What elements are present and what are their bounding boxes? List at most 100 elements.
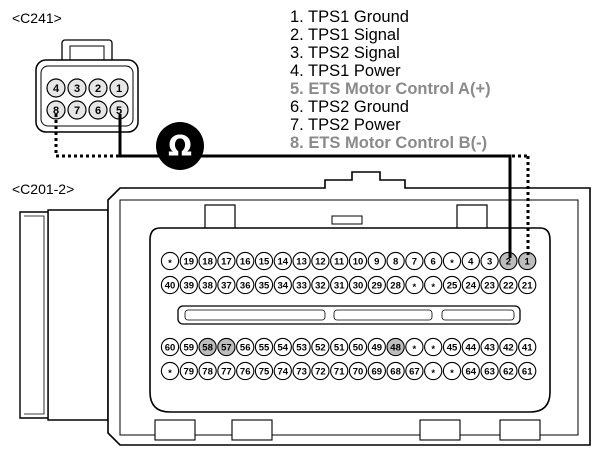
c201-label: <C201-2> [12,181,74,197]
c201-pin: 3 [480,251,499,271]
c201-pin: 44 [461,337,480,357]
c201-pin-label: 71 [334,367,345,378]
c201-pin-label: 22 [503,281,514,292]
c201-pin: 58 [198,337,217,357]
c201-pin-label: 16 [240,257,251,268]
c201-pin: 12 [311,251,330,271]
c201-pin-label: 19 [184,257,195,268]
c201-pin-label: 69 [372,367,383,378]
c201-pin: 63 [480,361,499,381]
c201-pin-star: * [431,344,435,355]
legend-item: 2. TPS1 Signal [290,26,400,44]
c201-pin-label: 60 [165,343,176,354]
c201-pin: 78 [198,361,217,381]
c201-pin-label: 33 [296,281,307,292]
c201-pin: 57 [217,337,236,357]
c201-pin-label: 53 [296,343,307,354]
c201-pin: 24 [461,275,480,295]
c201-pin-label: 48 [390,343,401,354]
c201-pin: 8 [386,251,405,271]
c201-pin-label: 2 [506,257,511,268]
c241-label: <C241> [12,10,62,26]
c201-pin-label: 9 [374,257,379,268]
c201-pin: 25 [442,275,462,295]
c201-pin: 15 [254,251,274,271]
c201-pin: 77 [217,361,236,381]
c201-pin: 39 [179,275,198,295]
c201-pin-label: 12 [315,257,326,268]
c241-pin-label: 3 [74,83,80,95]
c201-pin-blank: * [405,337,424,357]
c201-pin: 9 [367,251,386,271]
c201-pin-star: * [450,368,454,379]
c201-pin-label: 79 [184,367,195,378]
c201-pin: 74 [273,361,292,381]
c201-pin-label: 44 [466,343,477,354]
c201-pin: 73 [292,361,311,381]
c201-pin-label: 29 [372,281,383,292]
c201-pin-label: 24 [466,281,477,292]
c201-pin: 35 [254,275,274,295]
c201-pin-blank: * [405,275,424,295]
c201-pin: 72 [311,361,330,381]
c201-pin: 34 [273,275,292,295]
c201-pin-label: 7 [412,257,417,268]
c201-pin: 28 [386,275,405,295]
c201-pin-label: 72 [315,367,326,378]
c201-pin: 13 [292,251,311,271]
c201-pin: 43 [480,337,499,357]
c201-pin-blank: * [160,251,180,271]
c201-pin: 41 [518,337,537,357]
c201-pin-label: 68 [390,367,401,378]
c201-pin-label: 75 [259,367,270,378]
c201-pin: 22 [499,275,518,295]
c201-pin-label: 54 [278,343,289,354]
c241-pin: 3 [67,78,87,98]
c201-pin: 75 [254,361,274,381]
c201-pin-blank: * [442,251,462,271]
c201-pin: 29 [367,275,386,295]
c201-pin-label: 73 [296,367,307,378]
c201-pin-blank: * [424,361,443,381]
c201-pin-label: 76 [240,367,251,378]
c201-pin-label: 52 [315,343,326,354]
c201-pin-label: 36 [240,281,251,292]
c201-pin-blank: * [424,275,443,295]
c201-pin: 23 [480,275,499,295]
c201-pin-label: 28 [390,281,401,292]
c201-pin-label: 11 [334,257,345,268]
c241-pin: 6 [88,100,108,120]
c241-pin: 7 [67,100,87,120]
c201-pin: 53 [292,337,311,357]
c201-pin: 32 [311,275,330,295]
legend-item: 3. TPS2 Signal [290,44,400,62]
c201-pin-label: 51 [334,343,345,354]
c201-pin: 42 [499,337,518,357]
c201-pin-label: 25 [447,281,458,292]
c201-pin: 16 [236,251,255,271]
c201-pin-label: 3 [487,257,492,268]
c201-pin: 7 [405,251,424,271]
c201-pin-label: 23 [484,281,495,292]
c201-pin: 40 [160,275,180,295]
c201-pin-label: 56 [240,343,251,354]
legend-item: 6. TPS2 Ground [290,98,409,116]
c201-pin-label: 49 [372,343,383,354]
c201-pin-blank: * [424,337,443,357]
c241-pin-label: 2 [95,83,101,95]
c201-pin: 59 [179,337,198,357]
c201-pin-label: 14 [278,257,289,268]
c201-pin: 30 [348,275,368,295]
c201-pin-label: 15 [259,257,270,268]
c201-pin-label: 43 [484,343,495,354]
c201-pin: 37 [217,275,236,295]
c201-pin: 38 [198,275,217,295]
c201-pin-label: 74 [278,367,289,378]
c201-pin: 17 [217,251,236,271]
c201-pin: 55 [254,337,274,357]
c201-pin-label: 38 [202,281,213,292]
c201-pin-label: 17 [221,257,232,268]
